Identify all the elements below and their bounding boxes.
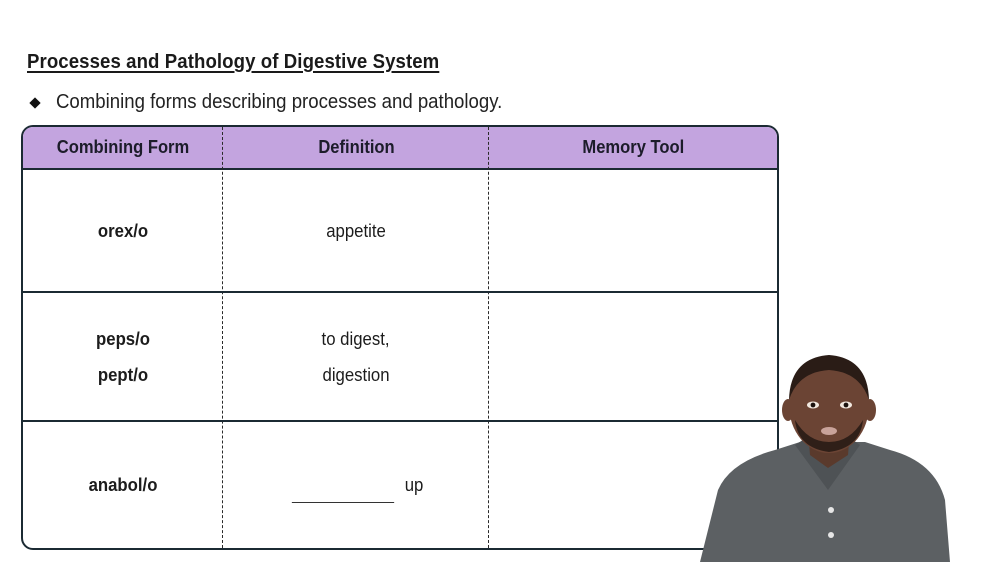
header-combining-form: Combining Form: [56, 137, 190, 157]
slide-title: Processes and Pathology of Digestive Sys…: [27, 51, 440, 73]
table-row-1-definition: appetite: [326, 220, 386, 241]
column-divider: [488, 127, 489, 548]
presenter-figure-icon: [700, 355, 950, 562]
table-row-2-definition: to digest, digestion: [322, 328, 390, 385]
table-row-1-combining-form: orex/o: [97, 220, 149, 241]
row-divider: [23, 420, 777, 422]
table-row-3-combining-form: anabol/o: [88, 475, 158, 495]
table-row-1-memory-tool: [489, 170, 777, 291]
row-divider: [23, 291, 777, 293]
diamond-bullet-icon: [29, 96, 41, 109]
table-row-2-combining-form: peps/o pept/o: [96, 328, 150, 385]
header-definition: Definition: [317, 137, 395, 157]
column-divider: [222, 127, 223, 548]
blank-line: [291, 488, 395, 503]
header-memory-tool: Memory Tool: [582, 137, 684, 157]
combining-forms-table: Combining Form Definition Memory Tool or…: [21, 125, 779, 550]
presenter-video: [700, 350, 960, 562]
bullet-text: Combining forms describing processes and…: [56, 91, 503, 113]
table-row-3-definition: up: [223, 422, 489, 548]
table-header: Combining Form Definition Memory Tool: [23, 127, 777, 170]
fill-in-blank: up: [288, 467, 424, 503]
bullet-point: Combining forms describing processes and…: [28, 91, 536, 114]
